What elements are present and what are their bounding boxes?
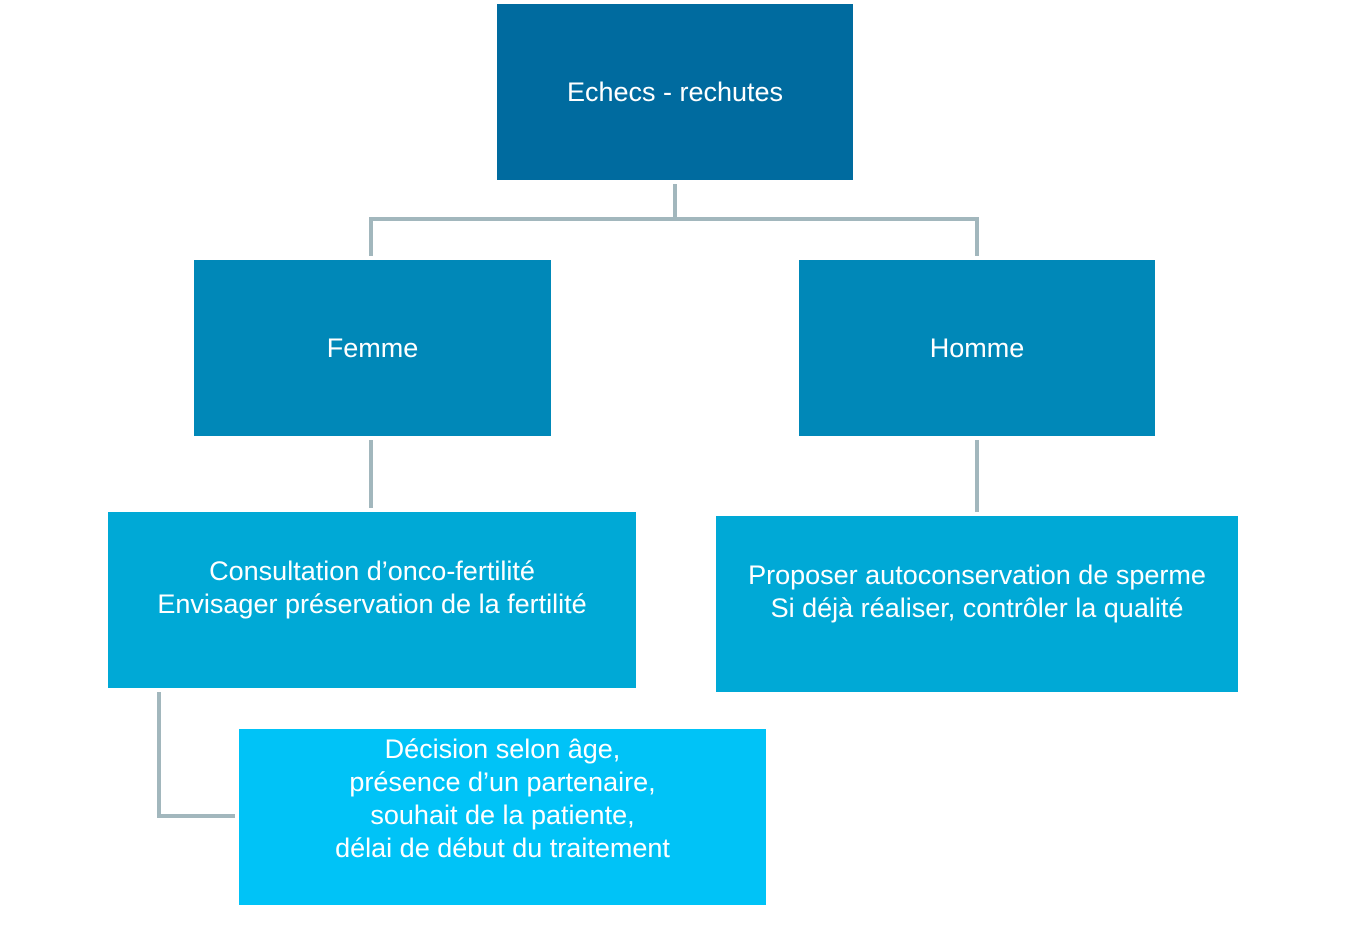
node-decision: Décision selon âge, présence d’un parten… xyxy=(239,729,766,905)
node-consultation: Consultation d’onco-fertilité Envisager … xyxy=(108,512,636,688)
connector-consultation-decision-horizontal xyxy=(157,814,235,818)
connector-consultation-decision-vertical xyxy=(157,692,161,818)
connector-to-femme xyxy=(369,217,373,256)
connector-branch-horizontal xyxy=(369,217,979,221)
connector-root-down xyxy=(673,184,677,220)
node-femme: Femme xyxy=(194,260,551,436)
connector-to-homme xyxy=(975,217,979,256)
node-echecs-rechutes: Echecs - rechutes xyxy=(497,4,853,180)
node-homme: Homme xyxy=(799,260,1155,436)
node-proposer-autoconservation: Proposer autoconservation de sperme Si d… xyxy=(716,516,1238,692)
connector-femme-consultation xyxy=(369,440,373,508)
connector-homme-proposer xyxy=(975,440,979,512)
